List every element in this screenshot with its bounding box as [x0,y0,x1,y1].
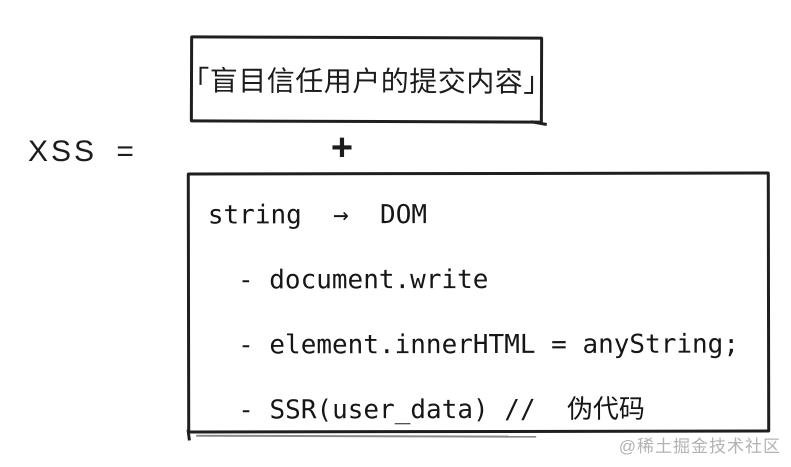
watermark-text: @稀土掘金技术社区 [618,437,781,456]
plus-operator: + [330,127,354,169]
string-to-dom-box: string → DOM - document.write - element.… [186,171,771,434]
trust-content-box: 「盲目信任用户的提交内容」 [181,35,552,124]
code-line-document-write: - document.write [237,264,489,296]
code-line-string-to-dom: string → DOM [207,200,428,231]
xss-equals-label: XSS = [28,135,137,168]
code-line-ssr-pseudocode: - SSR(user_data) // 伪代码 [238,394,645,426]
trust-box-text: 「盲目信任用户的提交内容」 [181,64,552,98]
code-line-innerhtml: - element.innerHTML = anyString; [238,329,740,361]
